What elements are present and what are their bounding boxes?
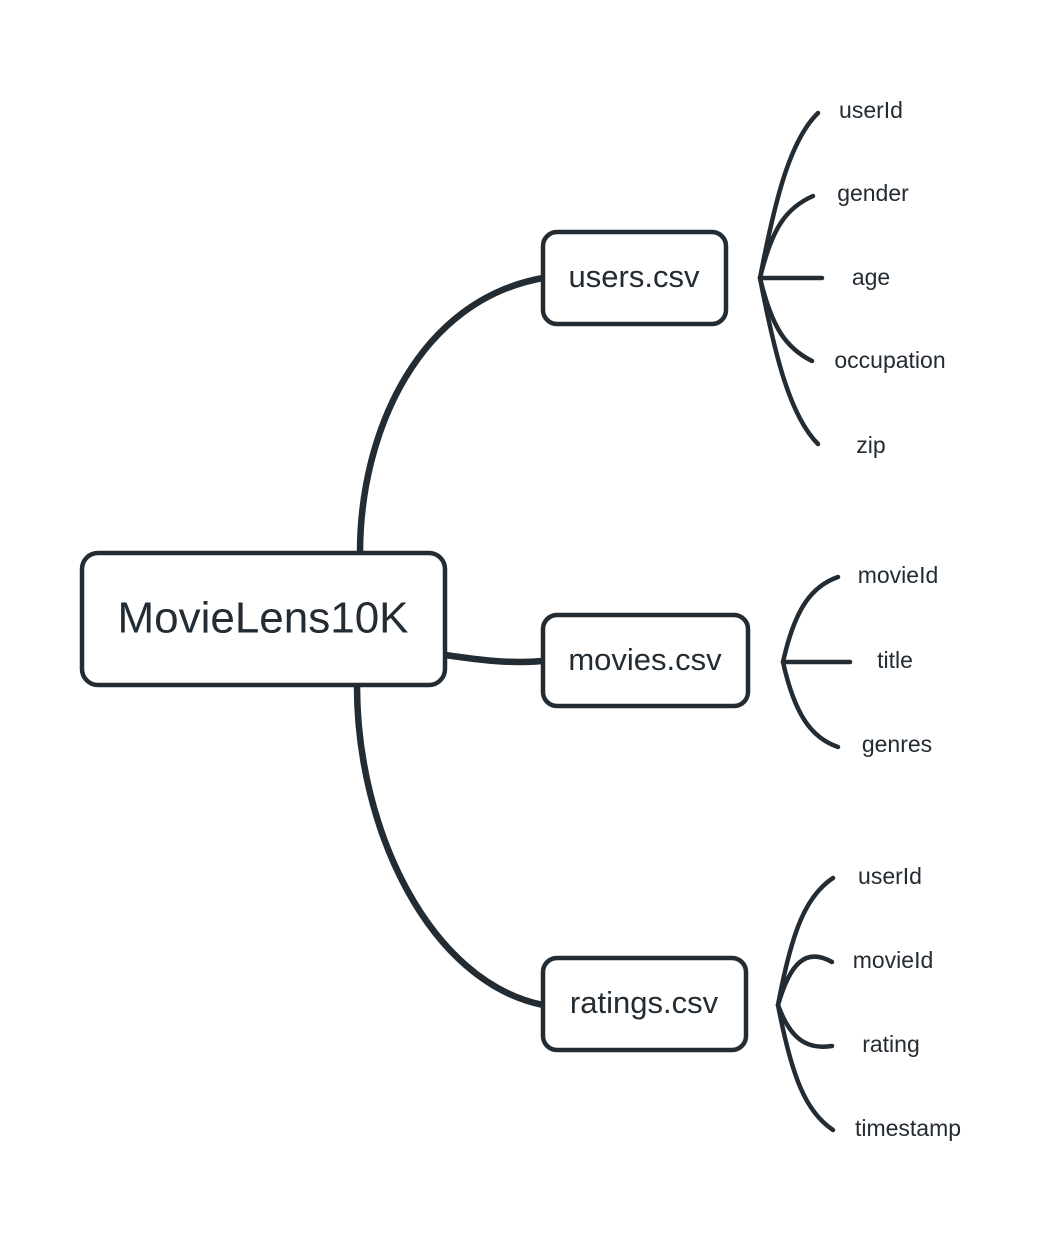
ratings-node-box[interactable] [540,955,749,1053]
leaf-label-users-occupation[interactable]: occupation [834,347,945,373]
users-leaf-edges [757,110,825,447]
users-node-box[interactable] [540,229,729,327]
root-node-box[interactable] [79,550,448,688]
edge-users-to-gender [757,193,816,281]
edge-root-to-movies [441,651,547,666]
edge-ratings-to-movieid [775,954,835,1008]
node-branch-ratings[interactable]: ratings.csv [540,955,749,1053]
leaf-label-movies-genres[interactable]: genres [862,731,932,757]
movies-node-box[interactable] [540,612,751,709]
edge-root-to-ratings [353,682,547,1009]
leaf-label-ratings-timestamp[interactable]: timestamp [855,1115,961,1141]
trunk-edges [353,274,547,1009]
users-node-label: users.csv [569,259,700,294]
users-leaf-labels: userId gender age occupation zip [834,97,945,458]
leaf-label-users-zip[interactable]: zip [856,432,885,458]
edge-root-to-users [356,274,547,557]
ratings-leaf-labels: userId movieId rating timestamp [853,863,961,1141]
leaf-label-users-age[interactable]: age [852,264,890,290]
edge-movies-to-movieid [780,574,841,665]
leaf-label-ratings-rating[interactable]: rating [862,1031,920,1057]
leaf-label-movies-title[interactable]: title [877,647,913,673]
root-node-label: MovieLens10K [117,594,408,643]
leaf-label-users-userid[interactable]: userId [839,97,903,123]
movies-node-label: movies.csv [568,642,722,677]
node-root[interactable]: MovieLens10K [79,550,448,688]
edge-ratings-to-timestamp [775,1002,836,1133]
node-branch-users[interactable]: users.csv [540,229,729,327]
leaf-label-users-gender[interactable]: gender [837,180,909,206]
node-branch-movies[interactable]: movies.csv [540,612,751,709]
movies-leaf-edges [780,574,853,750]
leaf-label-ratings-movieid[interactable]: movieId [853,947,934,973]
ratings-leaf-edges [775,875,836,1133]
ratings-node-label: ratings.csv [570,985,719,1020]
edge-ratings-to-userid [775,875,836,1008]
leaf-label-movies-movieid[interactable]: movieId [858,562,939,588]
edge-movies-to-genres [780,659,841,750]
edge-users-to-zip [757,275,821,447]
movies-leaf-labels: movieId title genres [858,562,939,757]
leaf-label-ratings-userid[interactable]: userId [858,863,922,889]
